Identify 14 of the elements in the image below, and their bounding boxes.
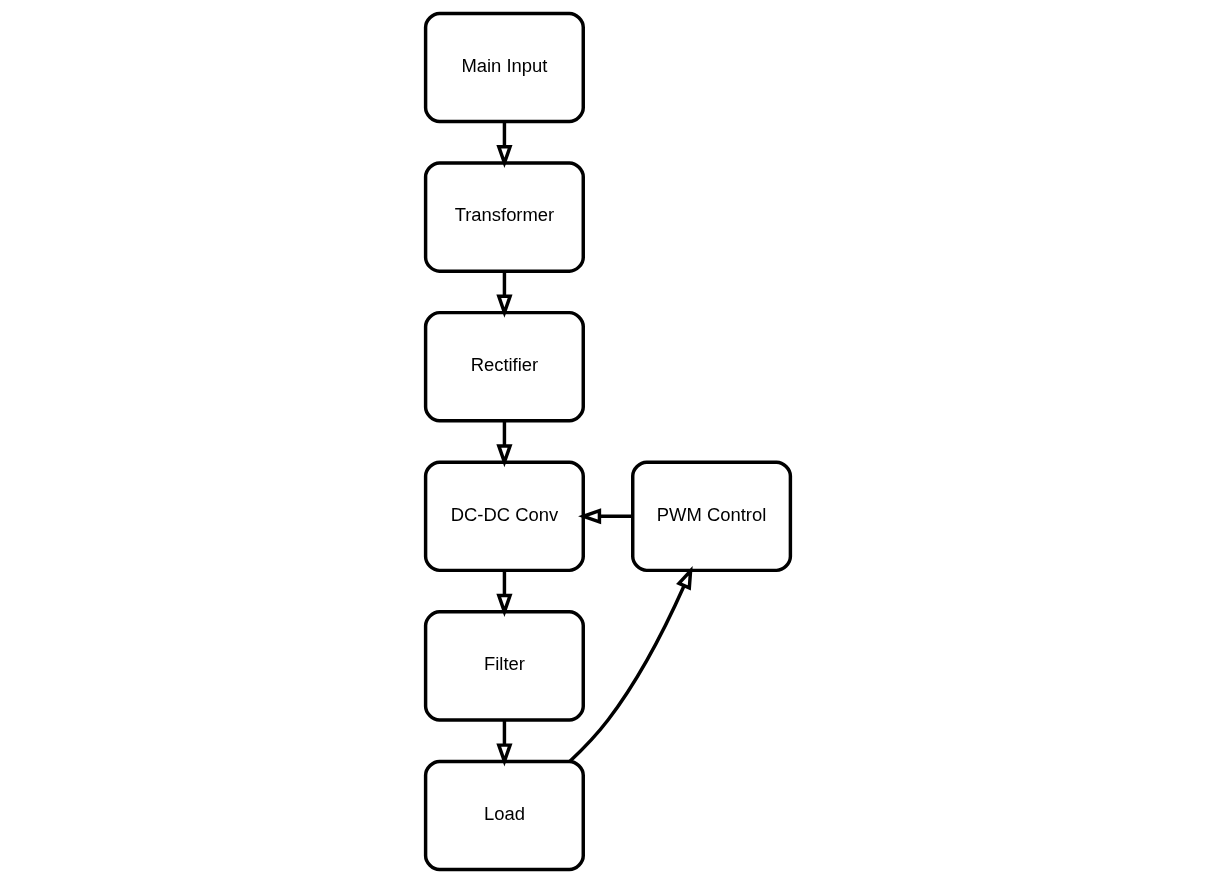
arrow	[578, 508, 633, 525]
arrow	[568, 566, 693, 763]
node-box: Rectifier	[423, 310, 585, 423]
node-box: Filter	[423, 610, 585, 722]
arrow	[496, 271, 513, 318]
node-box: Main Input	[423, 11, 585, 124]
arrow	[496, 570, 513, 617]
arrow	[496, 421, 513, 468]
arrow	[496, 121, 513, 169]
node-box: Load	[423, 759, 585, 872]
node-box: PWM Control	[631, 460, 793, 573]
arrow	[496, 720, 513, 767]
node-box: DC-DC Conv	[423, 460, 585, 573]
node-box: Transformer	[423, 161, 585, 273]
